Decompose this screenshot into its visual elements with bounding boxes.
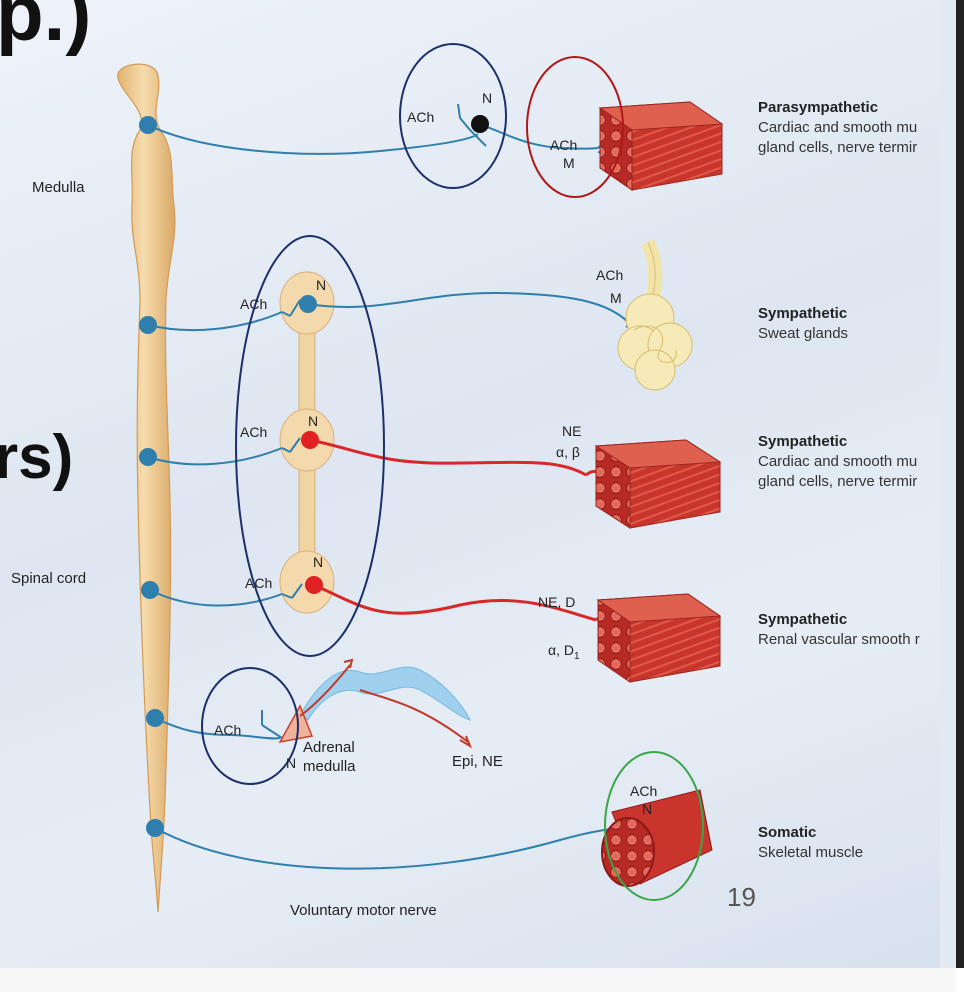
- slide: p.) rs): [0, 0, 956, 968]
- highlight-circles: [201, 43, 704, 901]
- effector-sweat-gland: [617, 239, 693, 391]
- caption-somatic: Somatic Skeletal muscle: [758, 824, 863, 861]
- m-label-parasympathetic-effector: M: [563, 155, 575, 171]
- ne-label-heart: NE: [562, 423, 581, 439]
- ach-label-ganglion-3: ACh: [245, 575, 272, 591]
- caption-title: Sympathetic: [758, 305, 847, 322]
- caption-title: Parasympathetic: [758, 99, 878, 116]
- effector-skeletal-muscle: [601, 789, 713, 887]
- slide-title-fragment: p.): [0, 0, 91, 57]
- ganglion-neuron-3: [305, 576, 323, 594]
- caption-title: Sympathetic: [758, 611, 847, 628]
- caption-desc-1: Skeletal muscle: [758, 844, 863, 861]
- preganglionic-fibers: [147, 123, 661, 870]
- caption-desc-1: Cardiac and smooth mu: [758, 453, 917, 470]
- n-label-ganglion-1: N: [316, 277, 326, 293]
- ach-label-sweat-gland: ACh: [596, 267, 623, 283]
- effector-renal-vascular: [596, 593, 722, 683]
- n-label-adrenal: N: [286, 755, 296, 771]
- effector-heart-sympathetic: [594, 439, 722, 529]
- circle-neuromuscular-junction: [604, 751, 704, 901]
- ganglion-neuron-1: [299, 295, 317, 313]
- parasympathetic-postganglionic: [477, 123, 599, 150]
- ach-label-somatic: ACh: [630, 783, 657, 799]
- circle-muscarinic-receptor: [526, 56, 624, 198]
- adrenal-label-line1: Adrenal: [303, 739, 355, 756]
- origin-ventral-horn: [146, 819, 164, 837]
- somatic-motor-fiber: [154, 825, 661, 870]
- effector-heart-parasympathetic: [598, 101, 724, 191]
- alpha-beta-label: α, β: [556, 444, 580, 460]
- sympathetic-preganglionic-3: [149, 589, 283, 607]
- caption-sympathetic-sweat: Sympathetic Sweat glands: [758, 305, 848, 342]
- circle-parasympathetic-ganglion: [399, 43, 507, 189]
- ach-label-parasympathetic-effector: ACh: [550, 137, 577, 153]
- caption-desc-1: Cardiac and smooth mu: [758, 119, 917, 136]
- sympathetic-postganglionic-sweat: [307, 291, 629, 323]
- adrenergic-fibers: [309, 438, 597, 622]
- voluntary-motor-nerve-label: Voluntary motor nerve: [290, 902, 437, 919]
- n-label-ganglion-3: N: [313, 554, 323, 570]
- caption-desc-2: gland cells, nerve termir: [758, 473, 917, 490]
- sympathetic-preganglionic-1: [147, 311, 283, 332]
- circle-adrenal: [201, 667, 299, 785]
- caption-desc-1: Sweat glands: [758, 325, 848, 342]
- slide-bullet-fragment: rs): [0, 423, 73, 492]
- caption-desc-2: gland cells, nerve termir: [758, 139, 917, 156]
- sympathetic-postganglionic-ne: [309, 438, 587, 477]
- ne-d-label: NE, D: [538, 594, 575, 610]
- circle-sympathetic-ganglia: [235, 235, 385, 657]
- parasympathetic-ganglion-neuron: [471, 115, 489, 133]
- hormone-release-arrows: [299, 658, 473, 749]
- ach-label-parasympathetic-ganglion: ACh: [407, 109, 434, 125]
- ganglion-neuron-2: [301, 431, 319, 449]
- ans-diagram: p.) rs): [0, 0, 956, 968]
- spinal-cord-shape: [117, 63, 176, 913]
- sympathetic-preganglionic-2: [147, 447, 283, 466]
- ach-label-adrenal: ACh: [214, 722, 241, 738]
- caption-title: Somatic: [758, 824, 816, 841]
- blood-vessel: [299, 666, 471, 721]
- epi-ne-label: Epi, NE: [452, 753, 503, 770]
- alpha-d1-label: α, D1: [548, 642, 580, 662]
- origin-thoracic-1: [139, 316, 157, 334]
- n-label-parasympathetic-ganglion: N: [482, 90, 492, 106]
- parasympathetic-preganglionic: [147, 124, 479, 155]
- spinal-cord-label: Spinal cord: [11, 570, 86, 587]
- adrenal-label-line2: medulla: [303, 758, 356, 775]
- origin-medulla: [139, 116, 157, 134]
- origin-lumbar: [146, 709, 164, 727]
- caption-desc-1: Renal vascular smooth r: [758, 631, 920, 648]
- slide-right-edge: [940, 0, 956, 968]
- n-label-ganglion-2: N: [308, 413, 318, 429]
- pathway-captions: Parasympathetic Cardiac and smooth mu gl…: [758, 99, 920, 861]
- adrenal-preganglionic: [154, 717, 281, 740]
- ach-label-ganglion-1: ACh: [240, 296, 267, 312]
- caption-title: Sympathetic: [758, 433, 847, 450]
- slide-bottom-strip: [0, 968, 956, 992]
- transmitter-labels: ACh N ACh M ACh N ACh M ACh N NE α, β AC…: [214, 90, 657, 817]
- m-label-sweat-gland: M: [610, 290, 622, 306]
- slide-border: [956, 0, 964, 968]
- caption-sympathetic-renal: Sympathetic Renal vascular smooth r: [758, 611, 920, 648]
- ach-label-ganglion-2: ACh: [240, 424, 267, 440]
- origin-thoracic-2: [139, 448, 157, 466]
- n-label-somatic: N: [642, 801, 652, 817]
- page-number: 19: [727, 882, 756, 912]
- sympathetic-postganglionic-d: [313, 583, 597, 622]
- caption-sympathetic-cardiac: Sympathetic Cardiac and smooth mu gland …: [758, 433, 917, 490]
- medulla-label: Medulla: [32, 179, 85, 196]
- origin-thoracic-3: [141, 581, 159, 599]
- caption-parasympathetic: Parasympathetic Cardiac and smooth mu gl…: [758, 99, 917, 156]
- cord-origins: [139, 116, 164, 837]
